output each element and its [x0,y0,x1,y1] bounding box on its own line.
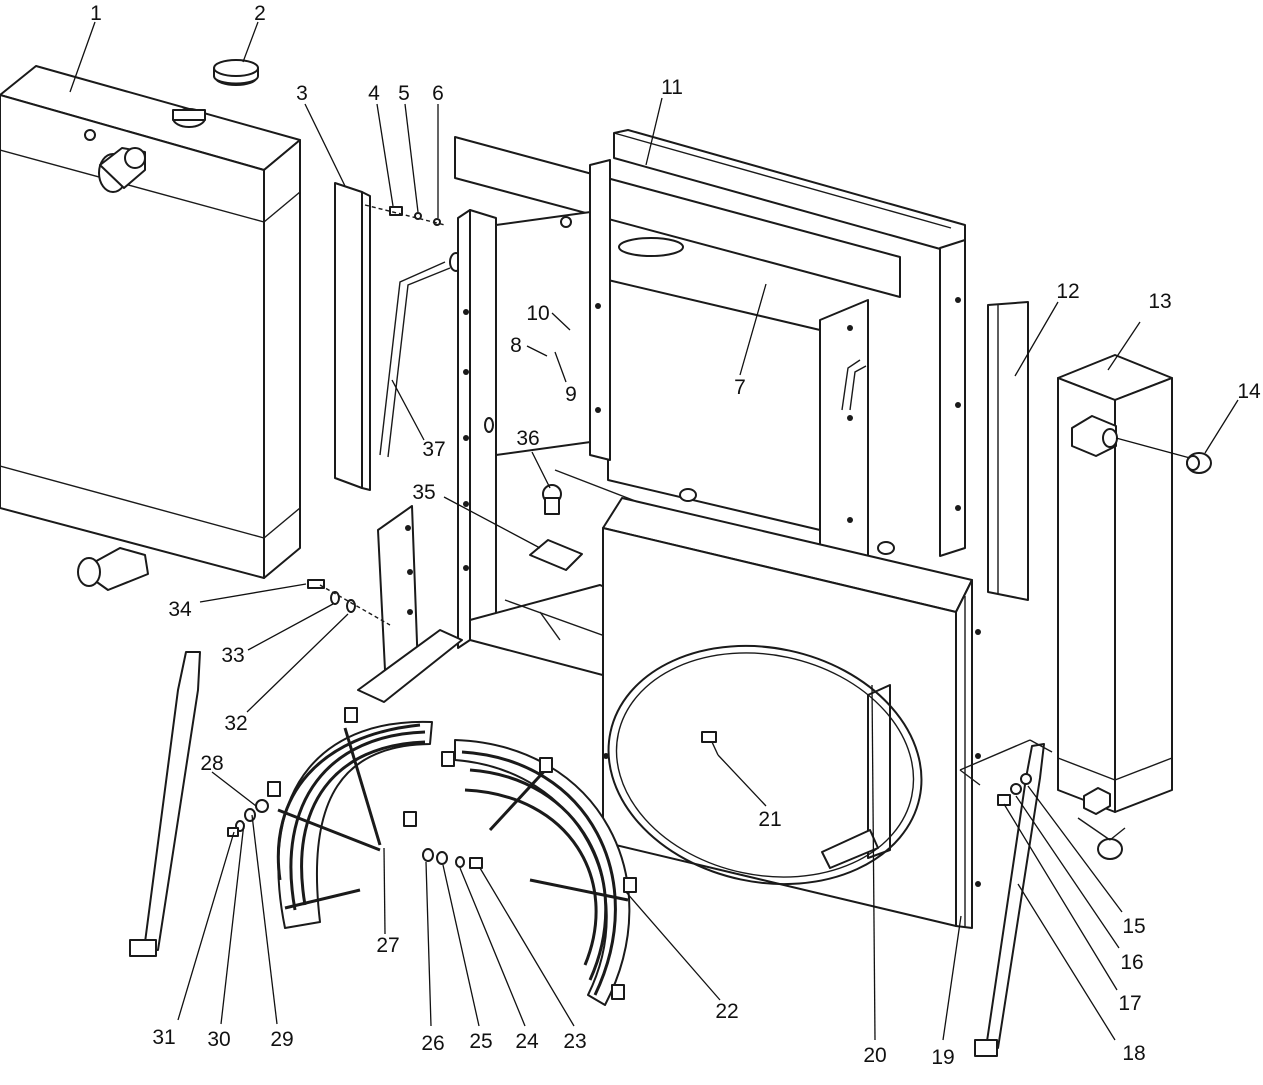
callout-3: 3 [296,82,308,105]
plate [529,539,583,571]
callout-4: 4 [368,82,380,105]
callout-36: 36 [516,427,539,450]
callout-16: 16 [1120,951,1143,974]
fan-guard-half-right [441,739,637,1006]
callout-27: 27 [376,934,399,957]
strap-left [129,651,201,957]
callout-37: 37 [422,438,445,461]
callout-22: 22 [715,1000,738,1023]
tank [1057,354,1173,815]
callout-31: 31 [152,1026,175,1049]
callout-20: 20 [863,1044,886,1067]
callout-30: 30 [207,1028,230,1051]
fan-guard-half-left [267,707,433,929]
callout-10: 10 [526,302,549,325]
fastener-set-middle [422,848,483,869]
clip [701,731,719,756]
bottom-bracket [357,505,463,703]
callout-32: 32 [224,712,247,735]
fastener-set-left [307,579,391,626]
radiator-cap [213,59,259,86]
fastener-set-right [959,739,1053,806]
callout-33: 33 [221,644,244,667]
callout-18: 18 [1122,1042,1145,1065]
callout-26: 26 [421,1032,444,1055]
fitting-right [1115,437,1212,474]
callout-8: 8 [510,334,522,357]
callout-13: 13 [1148,290,1171,313]
strap-right [974,743,1045,1057]
callout-29: 29 [270,1028,293,1051]
callout-23: 23 [563,1030,586,1053]
callout-9: 9 [565,383,577,406]
callout-7: 7 [734,376,746,399]
callout-12: 12 [1056,280,1079,303]
callout-34: 34 [168,598,192,621]
leader-lines [69,21,1239,1041]
callout-14: 14 [1237,380,1261,403]
callout-25: 25 [469,1030,492,1053]
callout-6: 6 [432,82,444,105]
fitting-bottom [1077,817,1126,860]
callout-15: 15 [1122,915,1145,938]
callout-28: 28 [200,752,223,775]
callout-labels: 1 2 3 4 5 6 7 8 9 10 11 12 13 14 15 16 1… [90,2,1261,1069]
fan-guard-panel [602,497,981,929]
fastener-set-lower-left [227,799,269,837]
callout-21: 21 [758,808,781,831]
callout-5: 5 [398,82,410,105]
side-bracket-left [334,182,371,491]
side-bracket-right [987,301,1029,601]
callout-11: 11 [661,76,683,99]
callout-24: 24 [515,1030,539,1053]
tube [379,252,463,458]
fastener-set-top [364,204,446,226]
radiator [0,65,301,591]
callout-1: 1 [90,2,102,25]
callout-35: 35 [412,481,435,504]
callout-2: 2 [254,2,266,25]
callout-19: 19 [931,1046,954,1069]
callout-17: 17 [1118,992,1141,1015]
